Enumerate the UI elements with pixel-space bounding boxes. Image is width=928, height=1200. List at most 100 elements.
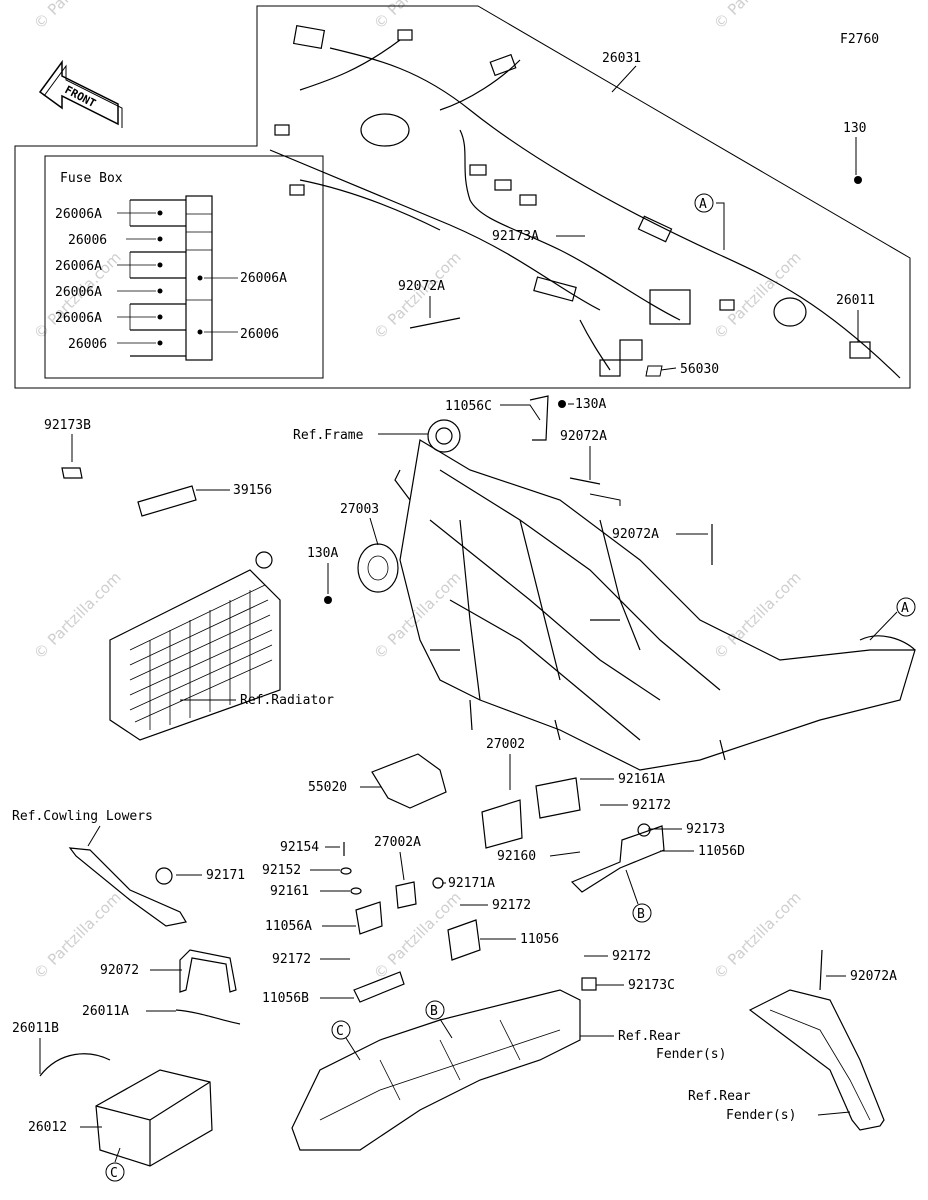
fuse-label: 26006 [68, 337, 107, 352]
callout-92173C: 92173C [628, 978, 675, 993]
callout-27002A: 27002A [374, 835, 421, 850]
radiator-graphic [109, 551, 281, 741]
callout-92072A: 92072A [398, 279, 445, 294]
washer-92152 [340, 867, 352, 875]
callout-130A: 130A [307, 546, 338, 561]
horn-27003 [357, 543, 399, 593]
callout-26011A: 26011A [82, 1004, 129, 1019]
watermark: © Partzilla.com [710, 248, 805, 343]
callout-92152: 92152 [262, 863, 301, 878]
callout-ref-rear-fender-line2: Fender(s) [726, 1108, 796, 1123]
callout-26012: 26012 [28, 1120, 67, 1135]
callout-11056D: 11056D [698, 844, 745, 859]
fuse-label: 26006A [55, 311, 102, 326]
watermark: © Partzilla.com [710, 888, 805, 983]
callout-ref-rear-fender-line1: Ref.Rear [688, 1089, 751, 1104]
bolt-130A [324, 596, 332, 604]
callout-ref-cowling-lowers: Ref.Cowling Lowers [12, 809, 153, 824]
relay-27002 [481, 799, 523, 849]
callout-circle-b [632, 903, 652, 923]
callout-a: A [699, 197, 707, 212]
fuse-box-left-labels: 26006A 26006 26006A 26006A 26006A 26006 [55, 207, 156, 352]
callout-92172: 92172 [612, 949, 651, 964]
bracket-11056A [355, 901, 383, 935]
battery-26012 [95, 1069, 213, 1167]
damper-92161 [350, 887, 362, 895]
bracket-11056C [529, 395, 549, 441]
callout-11056: 11056 [520, 932, 559, 947]
callout-92173A: 92173A [492, 229, 539, 244]
callout-92172: 92172 [492, 898, 531, 913]
clip-92173C [581, 977, 597, 991]
fuse-box-graphic [129, 195, 213, 361]
callout-circle-a [694, 193, 714, 213]
front-arrow-icon: FRONT [38, 59, 123, 128]
cable-26011B [39, 1053, 111, 1077]
callout-26011B: 26011B [12, 1021, 59, 1036]
callout-92173: 92173 [686, 822, 725, 837]
callout-b: B [637, 907, 645, 922]
callout-circle-b [425, 1000, 445, 1020]
callout-92072A: 92072A [612, 527, 659, 542]
grommet-92171 [155, 867, 173, 885]
battery-strap-92072 [179, 949, 237, 993]
callout-56030: 56030 [680, 362, 719, 377]
callout-92154: 92154 [280, 840, 319, 855]
pad-39156 [137, 485, 197, 517]
callout-92161: 92161 [270, 884, 309, 899]
callout-92173B: 92173B [44, 418, 91, 433]
cowling-bracket [68, 847, 187, 927]
callout-ref-frame: Ref.Frame [293, 428, 364, 443]
callout-92161A: 92161A [618, 772, 665, 787]
callout-26031: 26031 [602, 51, 641, 66]
callout-39156: 39156 [233, 483, 272, 498]
callout-11056B: 11056B [262, 991, 309, 1006]
watermark: © Partzilla.com [370, 248, 465, 343]
callout-92072A: 92072A [560, 429, 607, 444]
grommet-92171A [432, 877, 444, 889]
harness-group-outline [14, 5, 911, 389]
rear-fender-center [291, 989, 581, 1151]
figure-code: F2760 [840, 32, 879, 47]
callout-11056C: 11056C [445, 399, 492, 414]
relay-92161A [535, 777, 581, 819]
callout-92172: 92172 [632, 798, 671, 813]
cable-26011A [175, 1009, 241, 1025]
callout-92072: 92072 [100, 963, 139, 978]
callout-a: A [901, 601, 909, 616]
callout-b: B [430, 1004, 438, 1019]
watermark: © Partzilla.com [370, 0, 465, 33]
fuse-label: 26006A [55, 259, 102, 274]
callout-c: C [110, 1166, 118, 1181]
callout-11056A: 11056A [265, 919, 312, 934]
tie-92072A [569, 477, 601, 485]
callout-ref-radiator: Ref.Radiator [240, 693, 334, 708]
bolt-130A [558, 400, 566, 408]
rear-fender-right [748, 989, 885, 1131]
callout-92072A: 92072A [850, 969, 897, 984]
watermark: © Partzilla.com [370, 888, 465, 983]
fuse-box-right-labels: 26006A 26006 [204, 271, 287, 342]
callout-circle-a [896, 597, 916, 617]
main-harness-graphic [269, 25, 901, 379]
callout-circle-c [105, 1162, 125, 1182]
callout-ref-rear-fender-line2: Fender(s) [656, 1047, 726, 1062]
callout-55020: 55020 [308, 780, 347, 795]
fuse-label: 26006A [240, 271, 287, 286]
callout-92171A: 92171A [448, 876, 495, 891]
fuse-label: 26006 [68, 233, 107, 248]
fuse-box-panel [44, 155, 324, 379]
fuse-label: 26006 [240, 327, 279, 342]
bracket-11056B [353, 971, 405, 1003]
frame-graphic [394, 419, 916, 771]
callout-ref-rear-fender-line1: Ref.Rear [618, 1029, 681, 1044]
callout-27002: 27002 [486, 737, 525, 752]
callout-130: 130 [843, 121, 866, 136]
callout-130A: 130A [575, 397, 606, 412]
watermark: © Partzilla.com [370, 568, 465, 663]
bracket-11056D [570, 825, 665, 893]
watermark: © Partzilla.com [710, 0, 805, 33]
callout-92160: 92160 [497, 849, 536, 864]
fuse-box-title: Fuse Box [60, 171, 123, 186]
